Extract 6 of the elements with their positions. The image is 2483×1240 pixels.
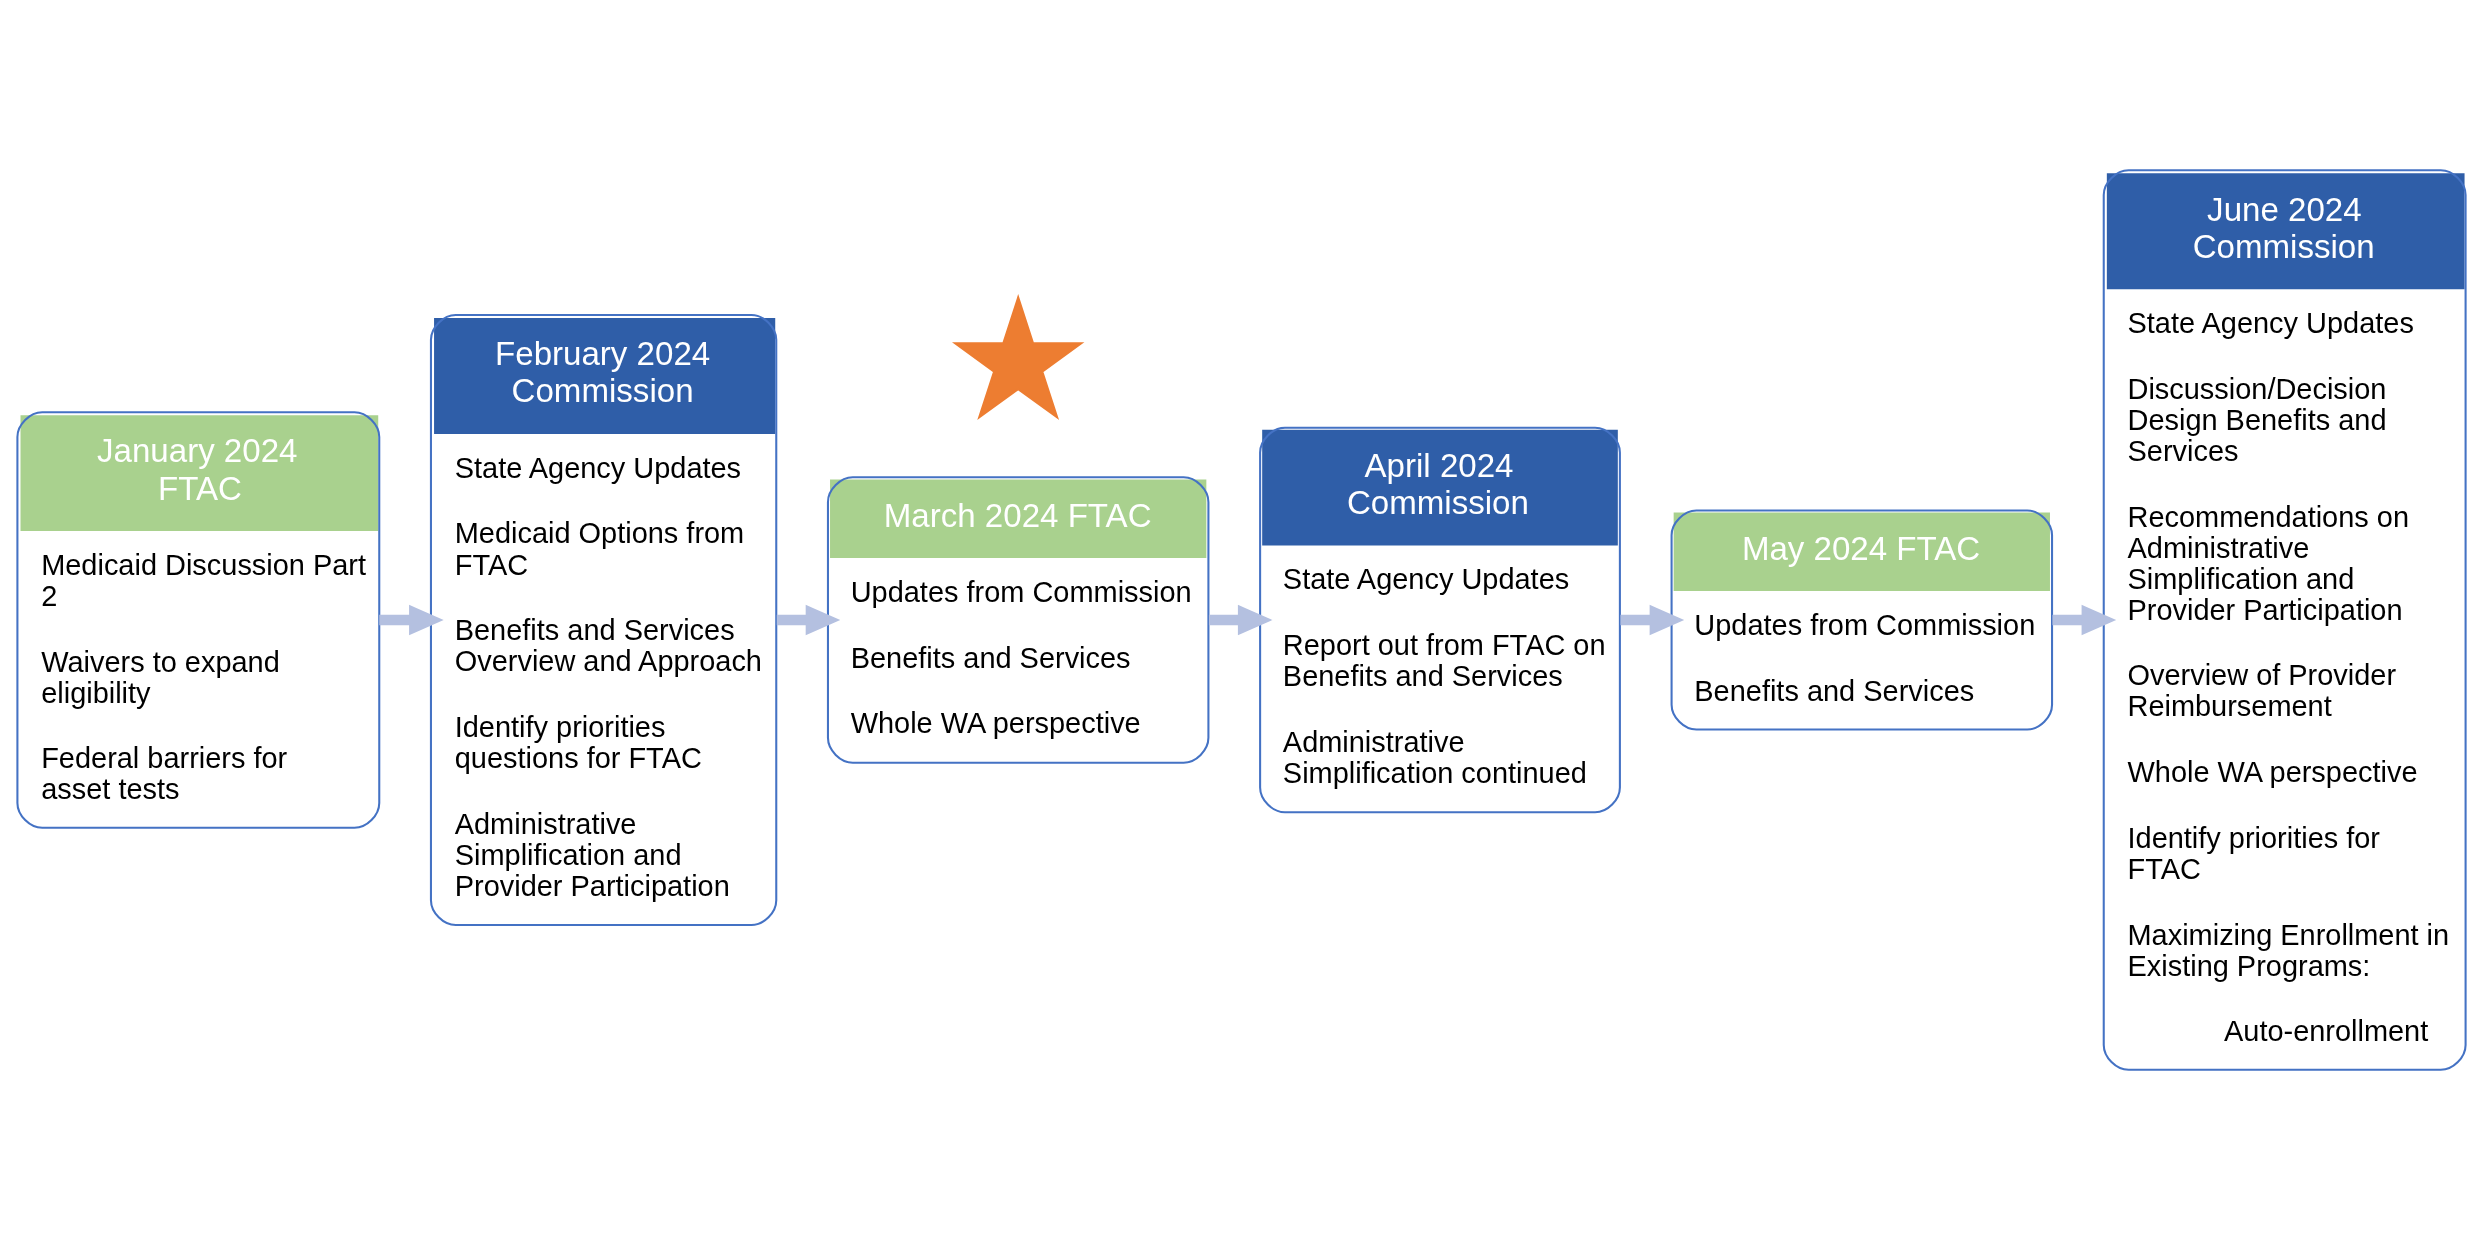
- arrow: [379, 604, 444, 636]
- arrow: [1620, 604, 1685, 636]
- arrow: [2052, 604, 2117, 636]
- node-star: [951, 294, 1085, 421]
- arrow: [1208, 604, 1273, 636]
- arrow: [776, 604, 841, 636]
